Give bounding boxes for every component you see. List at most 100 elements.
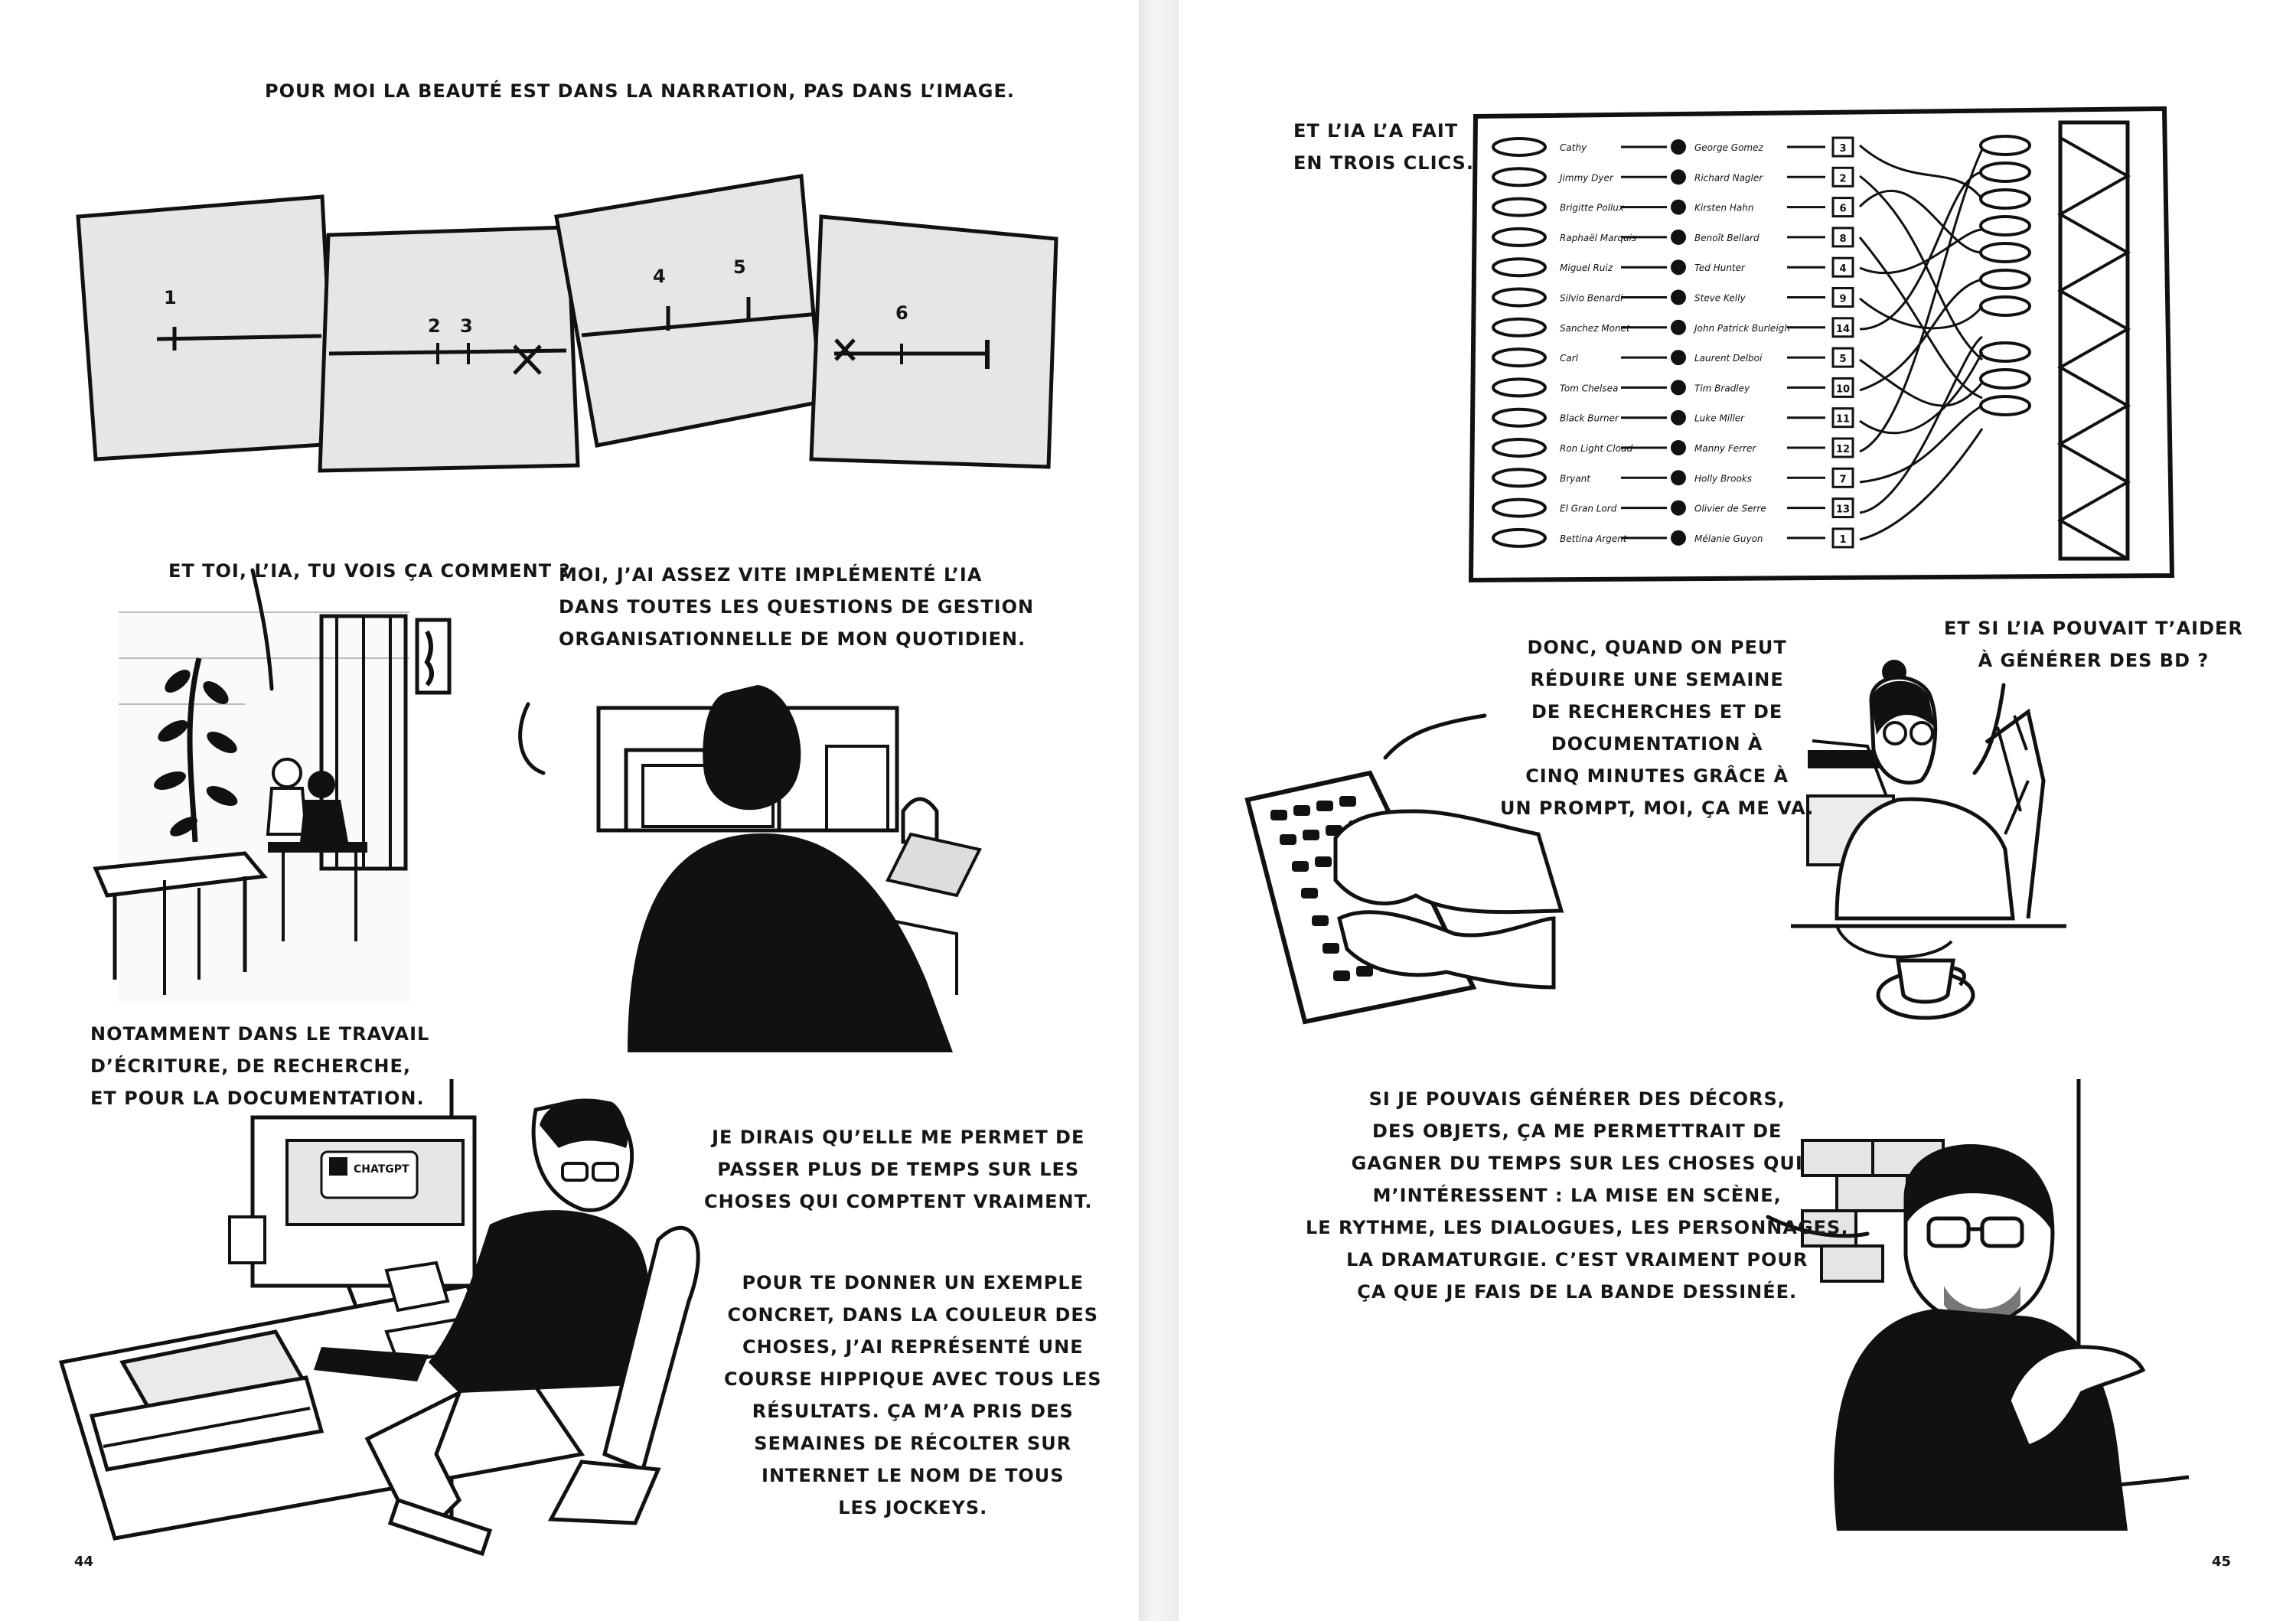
text-line: Moi, j’ai assez vite implémenté l’IA [559,564,983,585]
text-line: passer plus de temps sur les [717,1159,1080,1180]
timeline-label-2: 2 [428,315,442,337]
text-line: dans toutes les questions de gestion [559,596,1035,618]
rider-name: Luke Miller [1694,413,1745,424]
finish-number-box [1831,347,1854,368]
timeline-label-6: 6 [895,302,909,324]
jockey-saddle-icon [1492,287,1547,308]
finish-number: 14 [1836,324,1850,335]
finish-number: 1 [1839,534,1846,546]
text-line: Pour te donner un exemple [742,1272,1084,1293]
jockey-name: Cathy [1560,142,1587,153]
woman-cafe-illustration [1791,660,2066,1020]
jockey-saddle-icon [1492,137,1547,157]
jockey-name: Brigitte Pollux [1560,203,1625,214]
jockey-name: Sanchez Monet [1560,323,1631,334]
finish-number-box [1831,287,1854,308]
text-line: Donc, quand on peut [1527,637,1787,658]
finish-number-box [1831,227,1854,248]
rider-badge-icon [1671,259,1686,276]
rider-name: Manny Ferrer [1694,443,1756,454]
finish-number-box [1831,407,1854,429]
rider-badge-icon [1671,380,1686,396]
finish-number-box [1831,197,1854,218]
finish-number-box [1831,437,1854,458]
bubble-si-je-pouvais: Si je pouvais générer des décors, des ob… [1306,1083,1848,1308]
bubble-et-toi: Et toi, l’IA, tu vois ça comment ? [168,560,571,582]
rider-badge-icon [1671,199,1686,215]
rider-name: Tim Bradley [1694,383,1750,393]
caption-notamment: Notamment dans le travail d’écriture, de… [90,1018,429,1114]
text-line: course hippique avec tous les [724,1368,1102,1390]
bearded-man-illustration [1801,1079,2190,1531]
text-line: d’écriture, de recherche, [90,1055,411,1077]
text-line: et pour la documentation. [90,1088,425,1109]
finish-number: 7 [1839,474,1846,485]
jockey-saddle-icon [1492,377,1547,398]
text-line: internet le nom de tous [762,1465,1065,1486]
speech-tail [1972,683,2006,775]
finish-number-box [1831,497,1854,519]
finish-number: 8 [1839,233,1846,245]
timeline-label-5: 5 [733,256,747,278]
rider-name: Holly Brooks [1694,473,1752,484]
rider-name: Ted Hunter [1694,263,1746,273]
cafe-illustration [93,612,452,1003]
jockey-saddle-icon [1492,227,1547,247]
text-line: les jockeys. [838,1497,988,1518]
text-line: la dramaturgie. C’est vraiment pour [1346,1249,1808,1270]
rider-name: George Gomez [1694,142,1763,153]
man-monitor-back-illustration [596,685,982,1052]
jockey-name: Carl [1560,353,1579,364]
rider-name: Kirsten Hahn [1694,203,1753,214]
jockey-name: Ron Light Cloud [1560,443,1633,454]
rider-name: Mélanie Guyon [1694,533,1763,544]
rider-name: Olivier de Serre [1694,504,1766,514]
text-line: réduire une semaine [1530,669,1784,690]
rider-badge-icon [1671,319,1686,335]
page-number-left: 44 [74,1554,94,1570]
text-line: organisationnelle de mon quotidien. [559,628,1026,650]
text-line: cinq minutes grâce à [1525,765,1789,787]
bubble-et-si: Et si l’IA pouvait t’aider à générer des… [1944,612,2243,677]
gutter [1139,0,1179,1621]
rider-badge-icon [1671,350,1686,366]
text-line: en trois clics. [1293,152,1474,174]
finish-number-box [1831,136,1854,158]
jockey-name: Jimmy Dyer [1558,172,1614,183]
text-line: résultats. Ça m’a pris des [752,1401,1074,1422]
finish-number-box [1831,317,1854,338]
text-line: de recherches et de [1531,701,1783,722]
text-line: ça que je fais de la bande dessinée. [1357,1281,1798,1303]
text-line: Je dirais qu’elle me permet de [712,1127,1085,1148]
finish-number-box [1831,256,1854,278]
jockey-saddle-icon [1492,468,1547,488]
jockey-name: Silvio Benardi [1560,293,1623,304]
speech-tail [250,568,274,691]
rider-badge-icon [1671,470,1686,486]
text-line: m’intéressent : la mise en scène, [1372,1185,1782,1206]
text-line: choses qui comptent vraiment. [704,1191,1093,1212]
jockey-name: Bryant [1560,473,1591,484]
text-line: un prompt, moi, ça me va. [1500,797,1815,819]
timeline-label-3: 3 [460,315,474,337]
rider-name: Benoît Bellard [1694,233,1760,243]
text-line: Notamment dans le travail [90,1023,430,1045]
caption-beaute: Pour moi la beauté est dans la narration… [265,80,1015,102]
jockey-name: Miguel Ruiz [1560,263,1613,273]
text-line: Et si l’IA pouvait t’aider [1944,618,2243,639]
page-number-right: 45 [2212,1554,2232,1570]
rider-name: Laurent Delboi [1694,353,1763,364]
jockey-saddle-icon [1492,317,1547,338]
jockey-saddle-icon [1492,347,1547,368]
finish-number-box [1831,527,1854,549]
jockey-saddle-icon [1492,497,1547,518]
keyboard-hands-illustration [1244,770,1564,1025]
finish-number: 2 [1839,173,1846,184]
text-line: semaines de récolter sur [754,1433,1072,1454]
rider-badge-icon [1671,440,1686,455]
timeline-illustration [76,174,1058,473]
jockey-saddle-icon [1492,407,1547,428]
